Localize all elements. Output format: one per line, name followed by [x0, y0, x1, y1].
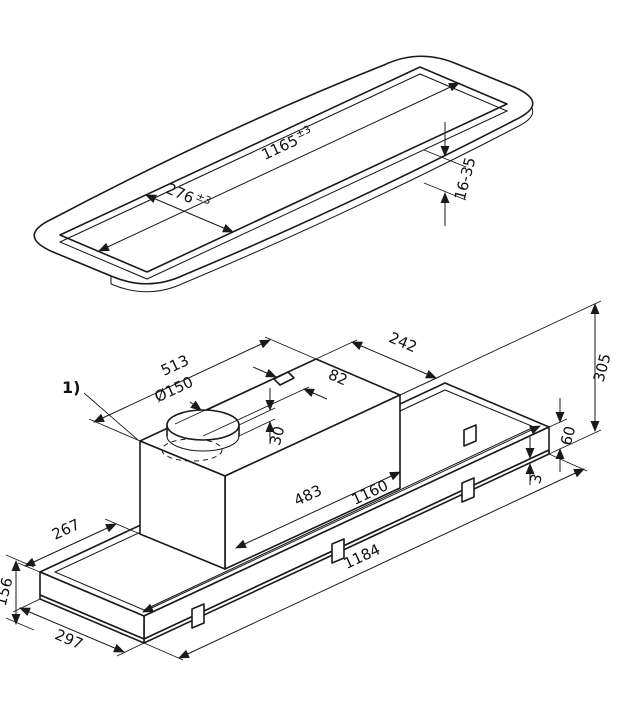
left-offset-value: 267 — [49, 515, 83, 543]
extension-line — [104, 518, 141, 535]
leader-line — [83, 392, 139, 441]
extension-line — [143, 642, 184, 661]
dimension-line — [24, 523, 117, 567]
duct-collar-top — [166, 409, 240, 441]
dimension-line — [19, 607, 125, 653]
extension-line — [5, 617, 35, 631]
leader-line — [189, 400, 202, 411]
mounting-clip — [191, 603, 205, 629]
dimension-line — [178, 468, 585, 659]
extension-line — [12, 598, 41, 613]
left-height-value: 156 — [0, 576, 17, 608]
housing-depth-value: 242 — [386, 329, 419, 357]
dimension-arrow — [303, 388, 328, 400]
duct-diameter-value: Ø150 — [152, 373, 196, 406]
dim-flange-thickness: 3 — [525, 437, 546, 486]
dim-left-height: 156 — [0, 554, 35, 631]
dimension-line — [93, 339, 271, 423]
dimension-arrow — [252, 366, 277, 378]
extension-line — [116, 642, 145, 657]
dimension-line — [145, 194, 234, 233]
extension-line — [17, 562, 41, 573]
unit-view: 1) 513 242 Ø150 — [0, 300, 615, 661]
extension-line — [315, 339, 358, 360]
extension-line — [548, 453, 588, 472]
overall-height-value: 305 — [590, 352, 615, 384]
housing-vent-nub — [273, 371, 295, 386]
note-reference: 1) — [62, 378, 139, 441]
frame-height-value: 60 — [557, 424, 579, 447]
extension-line — [264, 336, 317, 360]
dim-frame-height: 60 — [548, 398, 579, 472]
extension-line — [399, 300, 602, 396]
cutout-length-tolerance: ±3 — [294, 123, 313, 140]
note-ref-label: 1) — [62, 378, 80, 397]
dim-cutout-width: 276 ±3 — [145, 180, 234, 233]
extension-line — [423, 182, 467, 201]
overall-depth-value: 297 — [52, 626, 85, 654]
dimension-line — [351, 341, 437, 379]
extension-line — [88, 418, 141, 442]
extension-line — [423, 149, 467, 168]
extension-line — [5, 554, 35, 568]
flange-thickness-value: 3 — [526, 472, 546, 486]
cutout-view: 1165 ±3 276 ±3 16-35 — [33, 55, 534, 293]
mounting-clip — [461, 477, 475, 503]
dim-duct-diameter: Ø150 — [152, 373, 202, 411]
extension-line — [174, 374, 282, 425]
cutout-width-tolerance: ±3 — [194, 190, 213, 207]
